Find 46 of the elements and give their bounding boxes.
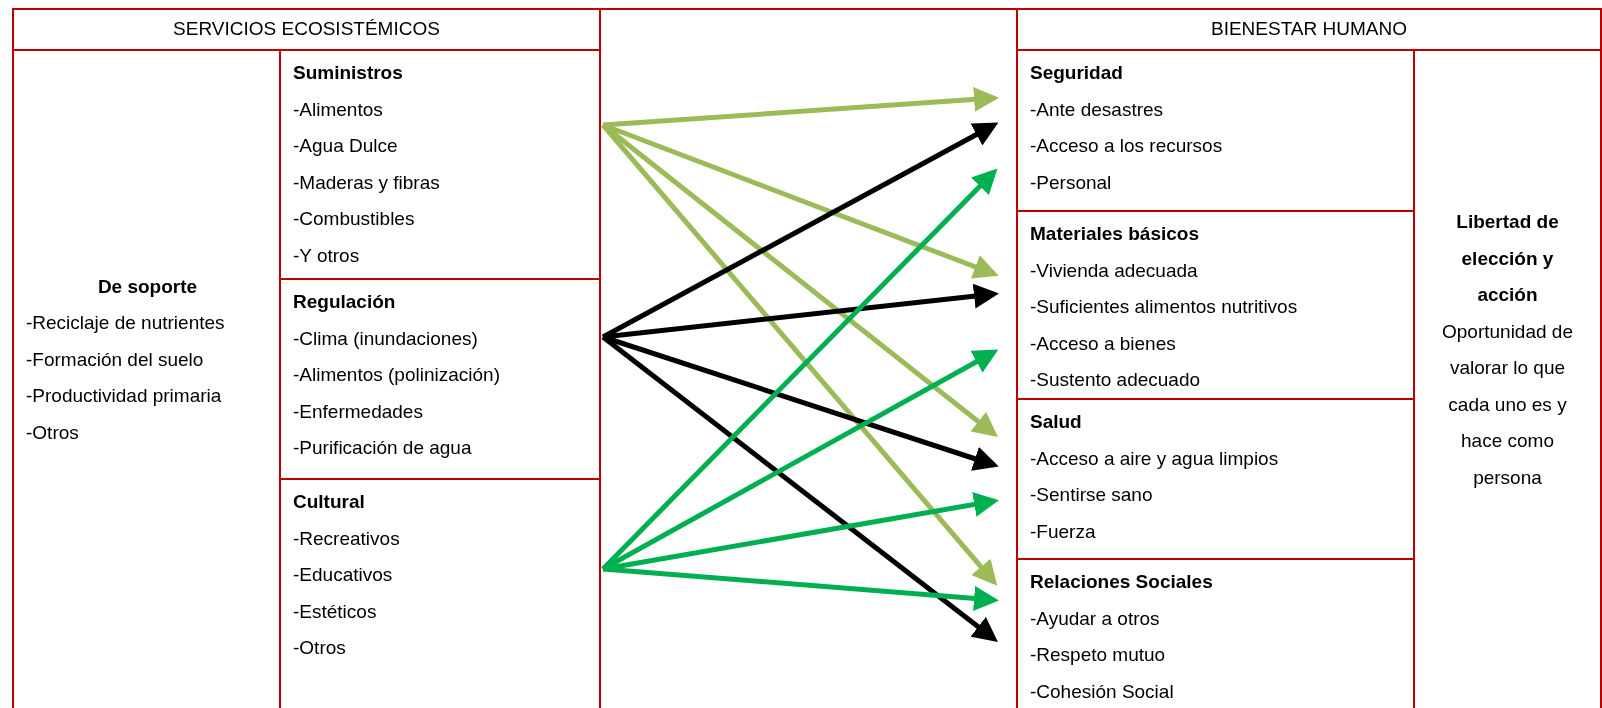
list-item: -Acceso a bienes bbox=[1030, 331, 1177, 356]
list-item: -Acceso a aire y agua limpios bbox=[1030, 446, 1280, 471]
category-title: Salud bbox=[1030, 410, 1083, 434]
column-header: BIENESTAR HUMANO bbox=[1211, 17, 1407, 42]
category-title: Suministros bbox=[293, 61, 404, 85]
header-cell bbox=[12, 8, 601, 51]
list-item: -Acceso a los recursos bbox=[1030, 134, 1224, 158]
list-item: -Otros bbox=[293, 636, 347, 660]
list-item: -Agua Dulce bbox=[293, 134, 399, 158]
list-item: -Otros bbox=[26, 420, 80, 445]
list-item: -Enfermedades bbox=[293, 399, 424, 424]
list-item: -Alimentos bbox=[293, 97, 384, 122]
list-item: -Respeto mutuo bbox=[1030, 643, 1167, 667]
list-item: -Clima (inundaciones) bbox=[293, 326, 479, 351]
list-item: -Cohesión Social bbox=[1030, 679, 1175, 704]
list-item: -Alimentos (polinización) bbox=[293, 363, 501, 387]
list-item: -Educativos bbox=[293, 563, 394, 587]
list-item: -Estéticos bbox=[293, 599, 378, 624]
list-item: -Combustibles bbox=[293, 207, 416, 231]
list-item: -Productividad primaria bbox=[26, 384, 223, 409]
header-cell bbox=[1016, 8, 1602, 51]
category-title: Relaciones Sociales bbox=[1030, 570, 1214, 594]
list-item: -Ayudar a otros bbox=[1030, 606, 1161, 631]
list-item: -Y otros bbox=[293, 243, 361, 268]
category-title: Cultural bbox=[293, 490, 366, 514]
category-title: Seguridad bbox=[1030, 61, 1124, 85]
list-item: -Vivienda adecuada bbox=[1030, 258, 1199, 283]
category-title: De soporte bbox=[96, 274, 199, 299]
description-text: Oportunidad de valorar lo que cada uno es y hace como persona bbox=[1441, 319, 1574, 490]
category-title: Regulación bbox=[293, 290, 397, 314]
column-header: SERVICIOS ECOSISTÉMICOS bbox=[173, 17, 440, 42]
category-title: Materiales básicos bbox=[1030, 222, 1200, 246]
arrow bbox=[602, 86, 999, 128]
list-item: -Suficientes alimentos nutritivos bbox=[1030, 295, 1299, 319]
list-item: -Ante desastres bbox=[1030, 97, 1165, 122]
category-title: Libertad de elección y acción bbox=[1455, 210, 1560, 307]
list-item: -Formación del suelo bbox=[26, 347, 205, 372]
list-item: -Reciclaje de nutrientes bbox=[26, 311, 226, 336]
arrow bbox=[602, 566, 999, 611]
list-item: -Purificación de agua bbox=[293, 436, 473, 460]
list-item: -Sustento adecuado bbox=[1030, 368, 1202, 392]
list-item: -Maderas y fibras bbox=[293, 170, 441, 195]
list-item: -Recreativos bbox=[293, 526, 401, 551]
list-item: -Sentirse sano bbox=[1030, 483, 1154, 507]
list-item: -Personal bbox=[1030, 170, 1113, 195]
list-item: -Fuerza bbox=[1030, 519, 1097, 544]
